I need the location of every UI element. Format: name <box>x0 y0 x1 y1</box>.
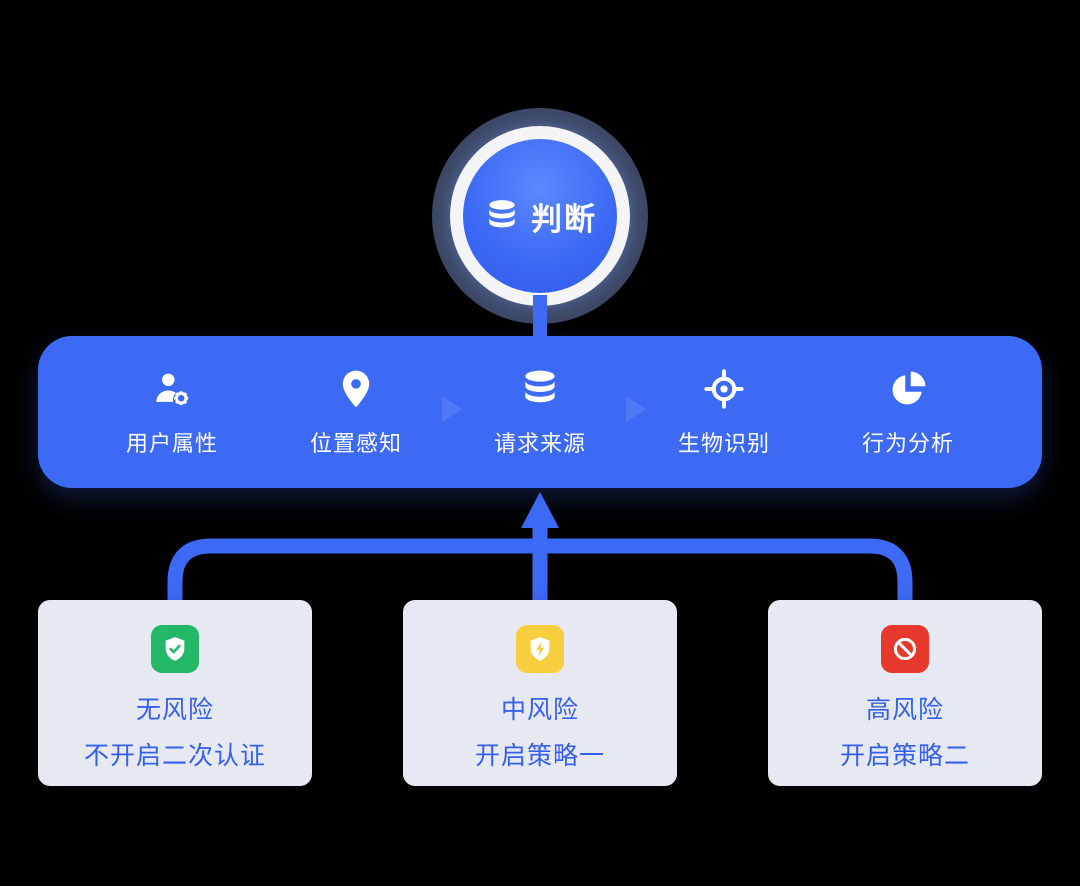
arrow-up-icon <box>521 492 559 528</box>
outcome-no-risk: 无风险 不开启二次认证 <box>38 600 312 786</box>
outcome-title: 无风险 <box>135 696 214 724</box>
pie-chart-icon <box>886 367 930 411</box>
shield-bolt-icon <box>516 625 564 673</box>
outcome-medium-risk: 中风险 开启策略一 <box>403 600 677 786</box>
outcome-action: 开启策略一 <box>474 742 605 770</box>
factor-label: 用户属性 <box>125 430 218 456</box>
chevron-right-icon <box>442 396 462 422</box>
factor-label: 行为分析 <box>861 430 954 456</box>
decision-node: 判断 <box>463 139 617 293</box>
database-icon <box>483 197 521 235</box>
factor-label: 生物识别 <box>677 430 770 456</box>
factor-behavior-analysis: 行为分析 <box>848 367 968 458</box>
factor-location: 位置感知 <box>296 367 416 458</box>
factors-bar: 用户属性 位置感知 请求来源 <box>38 336 1042 488</box>
factor-request-source: 请求来源 <box>480 367 600 458</box>
connector-node-to-bar <box>533 295 547 343</box>
factor-label: 请求来源 <box>493 430 586 456</box>
outcome-title: 中风险 <box>500 696 579 724</box>
prohibition-icon <box>881 625 929 673</box>
factor-label: 位置感知 <box>309 430 402 456</box>
location-pin-icon <box>334 367 378 411</box>
outcome-action: 开启策略二 <box>839 742 970 770</box>
decision-node-glow: 判断 <box>432 108 648 324</box>
decision-node-ring: 判断 <box>450 126 630 306</box>
database-icon <box>518 367 562 411</box>
decision-node-label: 判断 <box>531 201 597 237</box>
shield-check-icon <box>151 625 199 673</box>
factor-user-attributes: 用户属性 <box>112 367 232 458</box>
factor-biometrics: 生物识别 <box>664 367 784 458</box>
outcome-action: 不开启二次认证 <box>83 742 266 770</box>
user-gear-icon <box>150 367 194 411</box>
outcome-title: 高风险 <box>865 696 944 724</box>
outcome-high-risk: 高风险 开启策略二 <box>768 600 1042 786</box>
chevron-right-icon <box>626 396 646 422</box>
crosshair-icon <box>702 367 746 411</box>
